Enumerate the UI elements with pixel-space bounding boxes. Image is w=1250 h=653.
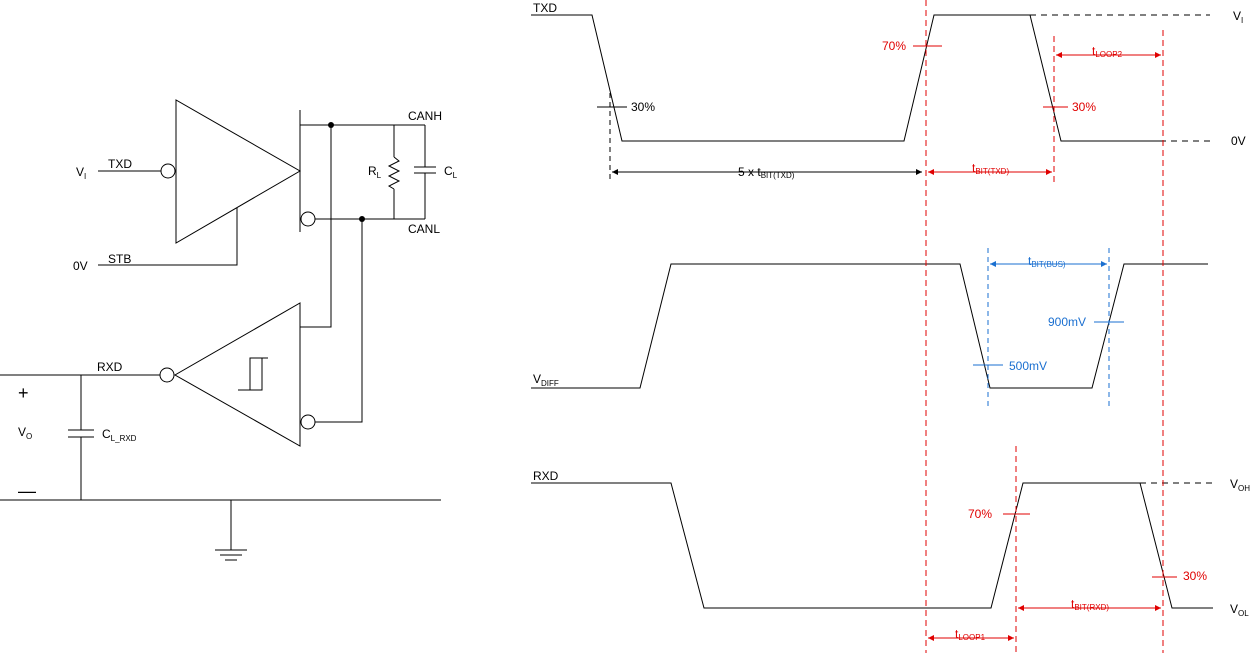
plus-label: + <box>18 383 29 403</box>
canl-inverting-bubble <box>300 211 316 227</box>
zero-v-level-label: 0V <box>1231 134 1246 148</box>
canl-to-receiver-wire <box>315 219 363 423</box>
rl-label: RL <box>368 164 382 180</box>
minus-label: — <box>18 481 36 501</box>
stb-wire <box>98 208 238 266</box>
hysteresis-symbol-2 <box>244 357 268 391</box>
vdiff-signal-label: VDIFF <box>533 372 559 388</box>
receiver-input-bubble <box>300 414 316 430</box>
bus-900mv-label: 900mV <box>1048 315 1086 329</box>
cl-label: CL <box>444 164 458 180</box>
bus-500mv-label: 500mV <box>1009 359 1047 373</box>
txd-start-marker <box>597 93 922 183</box>
red-timing-markers <box>913 0 1177 653</box>
test-circuit <box>0 99 441 561</box>
canl-label: CANL <box>408 222 440 236</box>
driver-triangle <box>175 99 302 244</box>
canh-to-receiver-wire <box>300 125 332 328</box>
tbit-bus-label: tBIT(BUS) <box>1028 254 1066 269</box>
hysteresis-symbol <box>238 357 268 391</box>
zero-v-label: 0V <box>73 259 88 273</box>
txd-signal-label: TXD <box>533 1 557 15</box>
txd-waveform <box>531 14 1160 142</box>
vi-level-label: VI <box>1233 9 1243 25</box>
tloop2-label: tLOOP2 <box>1092 44 1123 59</box>
canl-junction-dot <box>359 216 365 222</box>
txd-70-label: 70% <box>882 39 906 53</box>
rxd-pin-label: RXD <box>97 360 123 374</box>
clrxd-label: CL_RXD <box>102 427 137 443</box>
rl-resistor <box>387 156 401 190</box>
five-x-tbit-label: 5 x tBIT(TXD) <box>738 165 795 180</box>
rxd-70-label: 70% <box>968 507 992 521</box>
voh-level-label: VOH <box>1230 477 1250 493</box>
stb-pin-label: STB <box>108 252 131 266</box>
vo-label: VO <box>18 425 32 441</box>
vol-level-label: VOL <box>1230 602 1249 618</box>
txd-30-rise-label: 30% <box>1072 100 1096 114</box>
rxd-output-bubble <box>159 367 175 383</box>
rxd-signal-label: RXD <box>533 469 559 483</box>
tloop1-label: tLOOP1 <box>955 627 986 642</box>
timing-waveforms <box>531 14 1213 609</box>
tbit-rxd-label: tBIT(RXD) <box>1071 597 1109 612</box>
canh-junction-dot <box>328 122 334 128</box>
receiver-triangle <box>173 302 301 447</box>
txd-inverting-bubble <box>160 163 176 179</box>
txd-pin-label: TXD <box>108 157 132 171</box>
tbit-txd-label: tBIT(TXD) <box>972 161 1009 176</box>
vdiff-waveform <box>531 263 1208 389</box>
blue-bus-markers <box>973 248 1124 410</box>
rxd-waveform <box>531 482 1213 609</box>
canh-label: CANH <box>408 109 442 123</box>
txd-30-fall-label: 30% <box>631 100 655 114</box>
level-reference-lines <box>1030 14 1213 484</box>
vi-label: VI <box>76 165 86 181</box>
rxd-30-label: 30% <box>1183 569 1207 583</box>
